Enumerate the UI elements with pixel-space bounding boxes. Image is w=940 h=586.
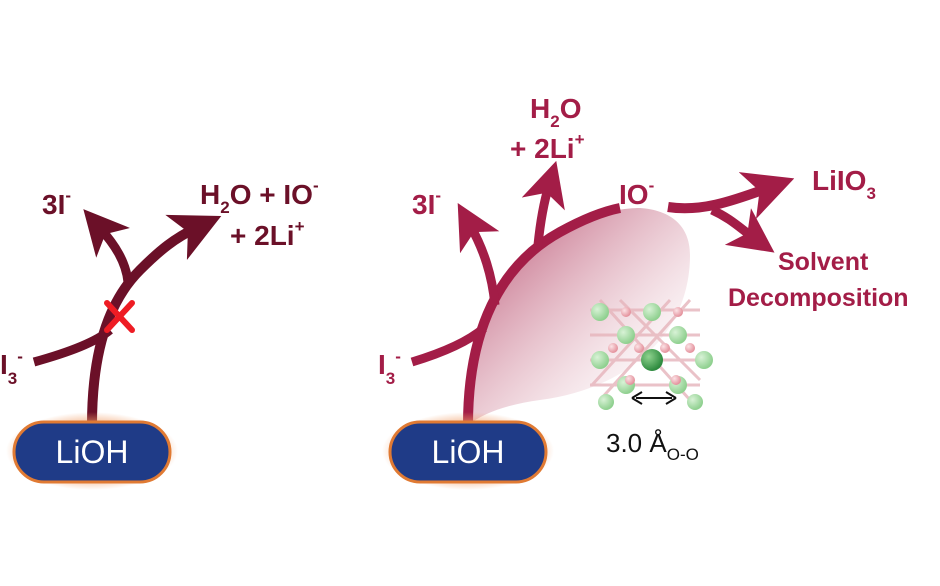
x-cross-icon [104, 300, 135, 333]
left-label-products-line2: + 2Li+ [230, 217, 305, 251]
crystal-structure-image [590, 298, 713, 410]
left-i3-arrow [32, 326, 113, 367]
right-solvent-arrow [710, 205, 775, 253]
distance-label: 3.0 ÅO-O [606, 428, 699, 464]
left-label-i3: I3- [0, 347, 23, 388]
right-label-3i: 3I- [412, 186, 441, 220]
left-panel: LiOH 3I- I3- H2O + IO- + 2Li+ [0, 176, 319, 490]
right-liio3-arrow [667, 172, 795, 220]
right-label-i3: I3- [378, 347, 401, 388]
left-label-3i: 3I- [42, 186, 71, 220]
right-label-2li: + 2Li+ [510, 130, 585, 164]
right-label-decomposition: Decomposition [728, 284, 909, 312]
right-branch-3i-arrow [457, 203, 500, 306]
right-main-arc [463, 203, 622, 426]
left-pill-label: LiOH [56, 434, 129, 470]
right-label-solvent: Solvent [778, 248, 869, 276]
left-label-products-line1: H2O + IO- [200, 176, 319, 217]
distance-double-arrow [631, 391, 677, 405]
right-lioh-pill: LiOH [382, 412, 554, 490]
right-label-io: IO- [619, 176, 654, 210]
left-main-arrow [87, 214, 222, 426]
right-label-h2o: H2O [530, 93, 581, 131]
right-i3-arrow [410, 324, 487, 367]
left-lioh-pill: LiOH [6, 412, 178, 490]
right-branch-h2o-arrow [521, 160, 565, 246]
right-pill-label: LiOH [432, 434, 505, 470]
left-branch-3i-arrow [83, 209, 133, 283]
right-label-liio3: LiIO3 [812, 165, 876, 203]
right-panel: 3.0 ÅO-O LiOH 3I- I3- H2O + 2Li+ IO- LiI… [378, 93, 909, 490]
